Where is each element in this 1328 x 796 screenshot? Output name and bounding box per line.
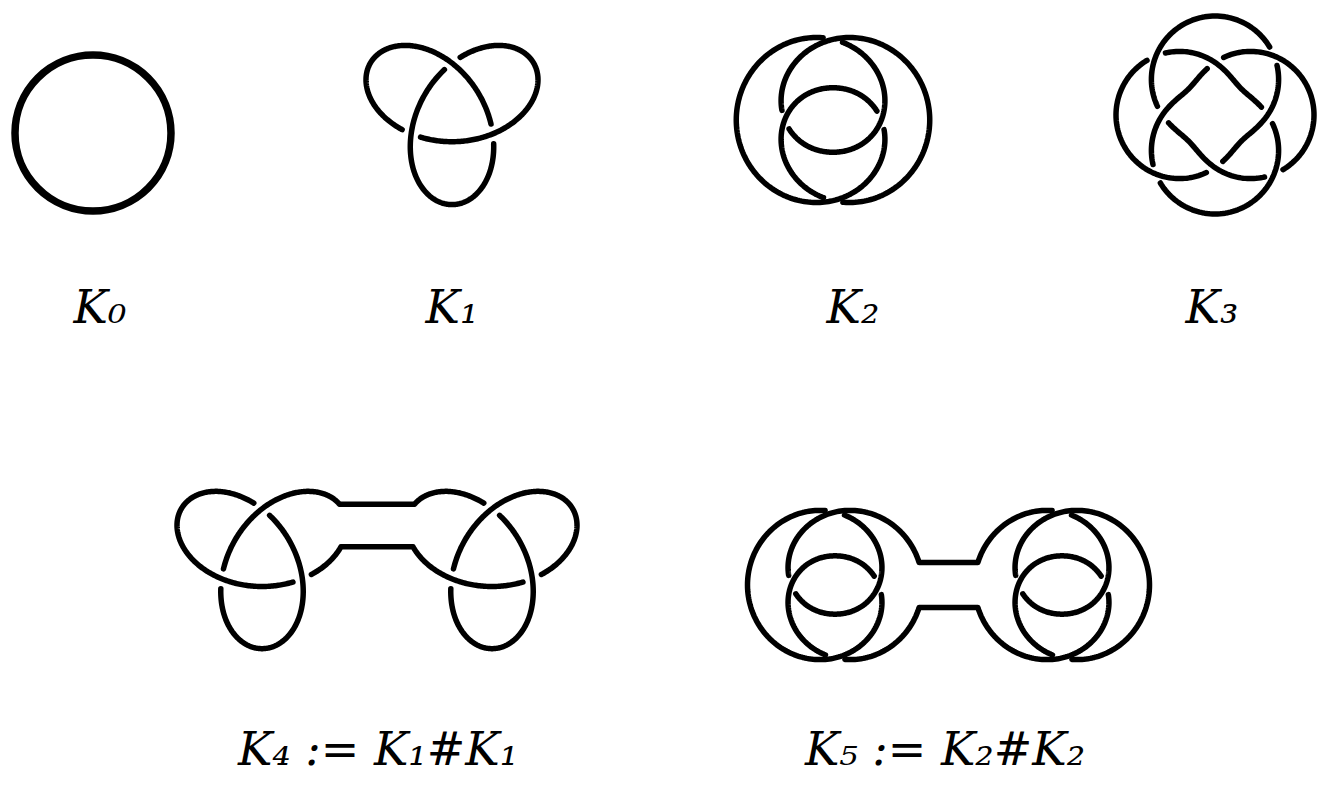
knot-diagram [177,491,577,648]
knot-diagram [748,510,1150,659]
knot-strand [1151,16,1269,106]
knot-label: K₂ [827,280,880,335]
knot-strand [1165,51,1261,107]
knot-label: K₃ [1186,280,1239,335]
knot-strand [1169,123,1265,179]
knot-strand [1023,515,1109,614]
knot-strand [1223,65,1279,161]
knot-strand [1116,60,1206,178]
knot-strand [421,45,538,141]
knot-strand [366,45,491,129]
knot-strand [845,595,1109,660]
knot-label: K₁ [426,280,479,335]
knot-strand [1015,510,1149,659]
knot-strand [311,547,523,587]
knot-strand [781,38,930,203]
unknot-circle [15,55,171,211]
knot-label: K₄ := K₁#K₁ [238,722,518,777]
knot-strand [223,491,483,569]
knot-strand [788,556,874,655]
knot-strand [1224,51,1314,169]
knot-strand [781,88,877,198]
knot-diagram [1116,16,1314,214]
knot-strand [451,515,533,648]
knot-label: K₅ := K₂#K₂ [805,722,1085,777]
knot-strand [748,510,882,659]
knot-strand [1160,124,1278,214]
knot-label: K₀ [74,280,127,335]
knot-diagram [736,38,929,203]
knot-strand [788,510,1052,575]
knot-strand [736,38,885,203]
knot-diagram [366,45,538,204]
